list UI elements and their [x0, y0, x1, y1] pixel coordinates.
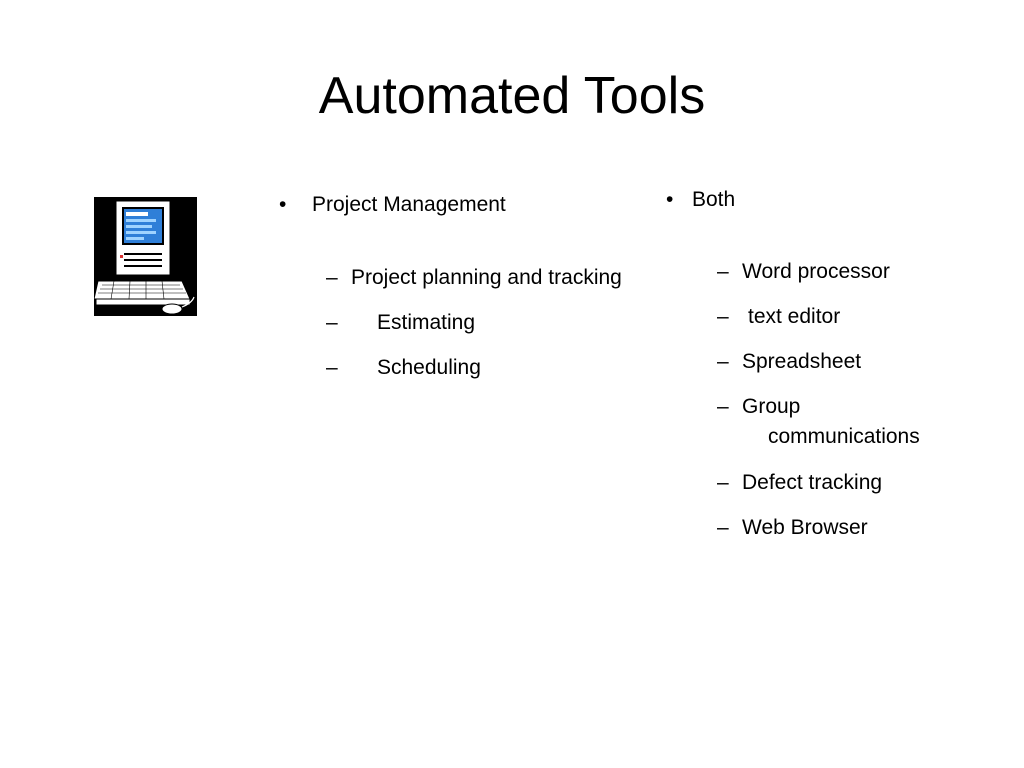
dash-marker: – — [717, 516, 729, 539]
list-heading: Both — [692, 188, 736, 211]
dash-marker: – — [717, 350, 729, 373]
list-item-text: Group — [742, 395, 801, 418]
dash-marker: – — [326, 356, 338, 379]
slide-title: Automated Tools — [318, 67, 706, 125]
dash-marker: – — [326, 266, 338, 289]
list-item-text: Scheduling — [377, 356, 481, 379]
list-item-text: Project planning and tracking — [351, 266, 622, 289]
list-item-text: Spreadsheet — [742, 350, 862, 373]
list-item-text: Web Browser — [742, 516, 868, 539]
list-item-text: Estimating — [377, 311, 476, 334]
dash-marker: – — [717, 471, 729, 494]
list-heading: Project Management — [312, 193, 506, 216]
dash-marker: – — [717, 395, 729, 418]
bullet-marker: • — [279, 193, 287, 216]
list-item-text: text editor — [748, 305, 841, 328]
dash-marker: – — [326, 311, 338, 334]
computer-icon — [93, 197, 197, 316]
list-item-text-continued: communications — [768, 425, 920, 448]
list-item-text: Word processor — [742, 260, 890, 283]
dash-marker: – — [717, 305, 729, 328]
list-item-text: Defect tracking — [742, 471, 883, 494]
dash-marker: – — [717, 260, 729, 283]
bullet-marker: • — [666, 188, 674, 211]
